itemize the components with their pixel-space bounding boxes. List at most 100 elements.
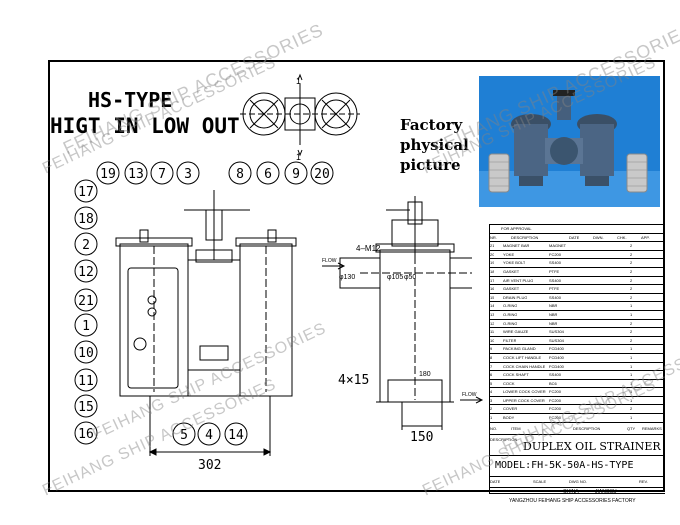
balloon-label: 4: [205, 428, 213, 443]
balloon-circle: [74, 421, 98, 445]
part-qty: 1: [630, 415, 633, 421]
part-item: COVER: [503, 406, 518, 412]
flow-label-in: FLOW: [322, 258, 337, 264]
part-material: SS400: [549, 277, 562, 283]
part-number: 11: [490, 329, 495, 335]
part-item: DRAIN PLUG: [503, 294, 528, 300]
part-number: 3: [490, 397, 493, 403]
part-qty: 2: [630, 277, 633, 283]
balloon-label: 13: [128, 167, 144, 182]
product-name: DUPLEX OIL STRAINER: [523, 440, 661, 453]
balloon-circle: [74, 259, 98, 283]
part-item: COCK LIFT HANDLE: [503, 354, 542, 360]
part-qty: 2: [630, 329, 633, 335]
part-material: FCD400: [549, 346, 564, 352]
drawing-type-title: HS-TYPE: [88, 88, 173, 112]
balloon-circle: [310, 161, 334, 185]
dimension-base: 180: [419, 371, 431, 378]
part-material: FC200: [549, 415, 562, 421]
plan-view: [240, 73, 360, 157]
balloon-circle: [284, 161, 308, 185]
photo-caption-line2: physical: [400, 136, 469, 154]
part-item: WIRE GAUZE: [503, 329, 529, 335]
table-footer-row: NO. ITEM DESCRIPTION QTY REMARKS: [489, 423, 665, 435]
part-number: 5: [490, 380, 493, 386]
part-material: PTFE: [549, 268, 560, 274]
part-qty: 2: [630, 260, 633, 266]
part-item: YOKE: [503, 251, 515, 257]
balloon-label: 3: [184, 167, 192, 182]
part-material: MAGNET: [549, 243, 567, 249]
balloon-circle: [74, 368, 98, 392]
part-qty: 2: [630, 337, 633, 343]
part-number: 18: [490, 268, 495, 274]
part-number: 20: [490, 251, 495, 257]
part-material: PTFE: [549, 286, 560, 292]
part-number: 10: [490, 337, 495, 343]
drawing-flow-title: HIGT IN LOW OUT: [50, 114, 240, 138]
part-qty: 2: [630, 320, 633, 326]
part-number: 12: [490, 320, 495, 326]
part-number: 8: [490, 354, 493, 360]
part-number: 4: [490, 389, 493, 395]
balloon-label: 19: [100, 167, 116, 182]
part-item: O-RING: [503, 303, 518, 309]
table-row: 21 MAGNET BAR MAGNET 2: [489, 242, 665, 251]
part-qty: 2: [630, 406, 633, 412]
part-qty: 2: [630, 251, 633, 257]
table-meta-row: DATE SCALE DWG NO. REV.: [489, 477, 665, 488]
side-section-view: [322, 196, 484, 430]
part-number: 15: [490, 294, 495, 300]
part-number: 19: [490, 260, 495, 266]
part-number: 1: [490, 415, 493, 421]
part-item: GASKET: [503, 268, 520, 274]
part-number: 17: [490, 277, 495, 283]
factory-photo: [479, 76, 660, 207]
part-number: 21: [490, 243, 495, 249]
part-qty: 1: [630, 354, 633, 360]
balloon-circle: [150, 161, 174, 185]
part-qty: 1: [630, 380, 633, 386]
part-item: UPPER COCK COVER: [503, 397, 545, 403]
balloon-circle: [228, 161, 252, 185]
balloon-label: 9: [292, 167, 300, 182]
part-material: BC6: [549, 380, 557, 386]
balloon-label: 7: [158, 167, 166, 182]
part-material: SS400: [549, 294, 562, 300]
balloon-label: 2: [82, 238, 90, 253]
part-qty: 2: [630, 243, 633, 249]
balloon-label: 15: [78, 400, 94, 415]
part-item: COCK: [503, 380, 515, 386]
part-number: 2: [490, 406, 493, 412]
dimension-holes: 4×15: [338, 373, 369, 388]
balloon-circle: [224, 422, 248, 446]
part-qty: 1: [630, 363, 633, 369]
balloon-label: 17: [78, 185, 94, 200]
balloon-label: 20: [314, 167, 330, 182]
table-header-row: NR. DESCRIPTION DATE DWN. CHK. APP.: [489, 234, 665, 243]
part-item: MAGNET BAR: [503, 243, 530, 249]
balloon-label: 8: [236, 167, 244, 182]
dimension-side-width: 150: [410, 430, 433, 445]
part-number: 9: [490, 346, 493, 352]
section-mark-bottom: 1: [296, 152, 301, 162]
part-number: 13: [490, 311, 495, 317]
part-material: NBR: [549, 320, 558, 326]
balloon-circle: [74, 313, 98, 337]
part-item: AIR VENT PLUG: [503, 277, 534, 283]
factory-name: YANGZHOU FEIHANG SHIP ACCESSORIES FACTOR…: [509, 497, 636, 504]
part-item: COCK SHAFT: [503, 372, 529, 378]
part-qty: 1: [630, 372, 633, 378]
balloon-circle: [74, 394, 98, 418]
part-number: 14: [490, 303, 495, 309]
